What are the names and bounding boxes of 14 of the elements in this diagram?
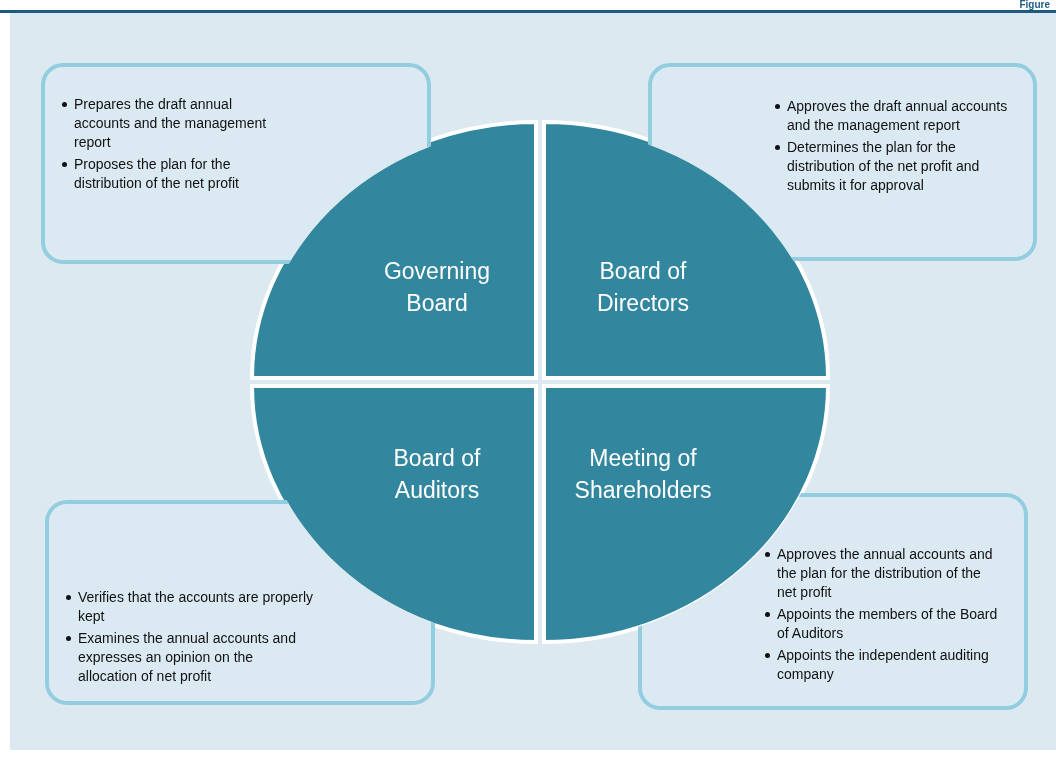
bullet-text: Approves the draft annual accounts and the management report [787, 97, 1009, 135]
bullet-text: Approves the annual accounts and the plan for the distribution of the net profit [777, 545, 994, 602]
quadrant-label: Meeting of Shareholders [573, 444, 713, 505]
quadrant-label: Board of Auditors [392, 444, 482, 505]
bullet-text: Determines the plan for the distribution of the net profit and submits it for approval [787, 138, 981, 195]
quadrant-label: Governing Board [382, 257, 492, 318]
quadrant-label: Board of Directors [596, 257, 690, 318]
figure-label: Figure [1019, 0, 1050, 10]
bullet-text: Verifies that the accounts are properly kept [78, 588, 315, 626]
bullet-text: Appoints the independent auditing company [777, 646, 990, 684]
bullet-text: Examines the annual accounts and expresses an opinion on the allocation of net profit [78, 629, 297, 686]
bullet-text: Prepares the draft annual accounts and the management report [74, 95, 268, 152]
bullet-text: Proposes the plan for the distribution of the net profit [74, 155, 240, 193]
bullet-text: Appoints the members of the Board of Auditors [777, 605, 999, 643]
